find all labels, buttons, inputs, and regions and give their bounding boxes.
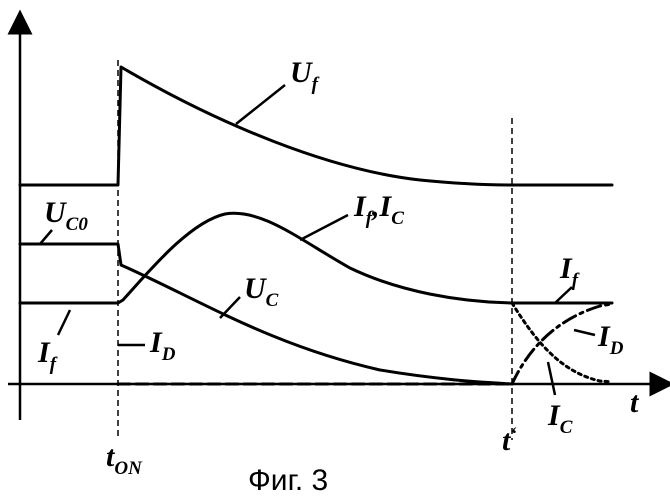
if-left-leader: [58, 310, 70, 335]
if-ic-leader: [300, 215, 348, 240]
label-ic-right: IC: [547, 399, 573, 438]
label-t-prime: t‘: [502, 424, 517, 457]
label-uf: Uf: [290, 56, 320, 95]
time-axis-label: t: [630, 386, 640, 419]
label-id-left: ID: [149, 326, 176, 365]
id-rise-curve: [512, 304, 612, 384]
label-if-left: If: [37, 336, 58, 375]
figure-caption: Фиг. 3: [248, 464, 328, 497]
id-right-leader: [574, 330, 595, 335]
ic-decay-curve: [512, 303, 612, 382]
if-right-leader: [555, 287, 572, 303]
label-t-on: tON: [106, 440, 143, 479]
label-uc0: UC0: [44, 196, 88, 235]
uc0-leader: [40, 230, 52, 244]
if-ic-curve: [20, 213, 612, 303]
label-id-right: ID: [597, 320, 624, 359]
label-if-right: If: [559, 252, 580, 291]
ic-right-leader: [548, 362, 555, 395]
uc-leader: [220, 297, 240, 318]
uc-curve: [20, 244, 512, 384]
uf-leader: [236, 85, 285, 124]
label-uc: UC: [244, 272, 279, 311]
label-if-ic: If,IC: [353, 190, 404, 229]
